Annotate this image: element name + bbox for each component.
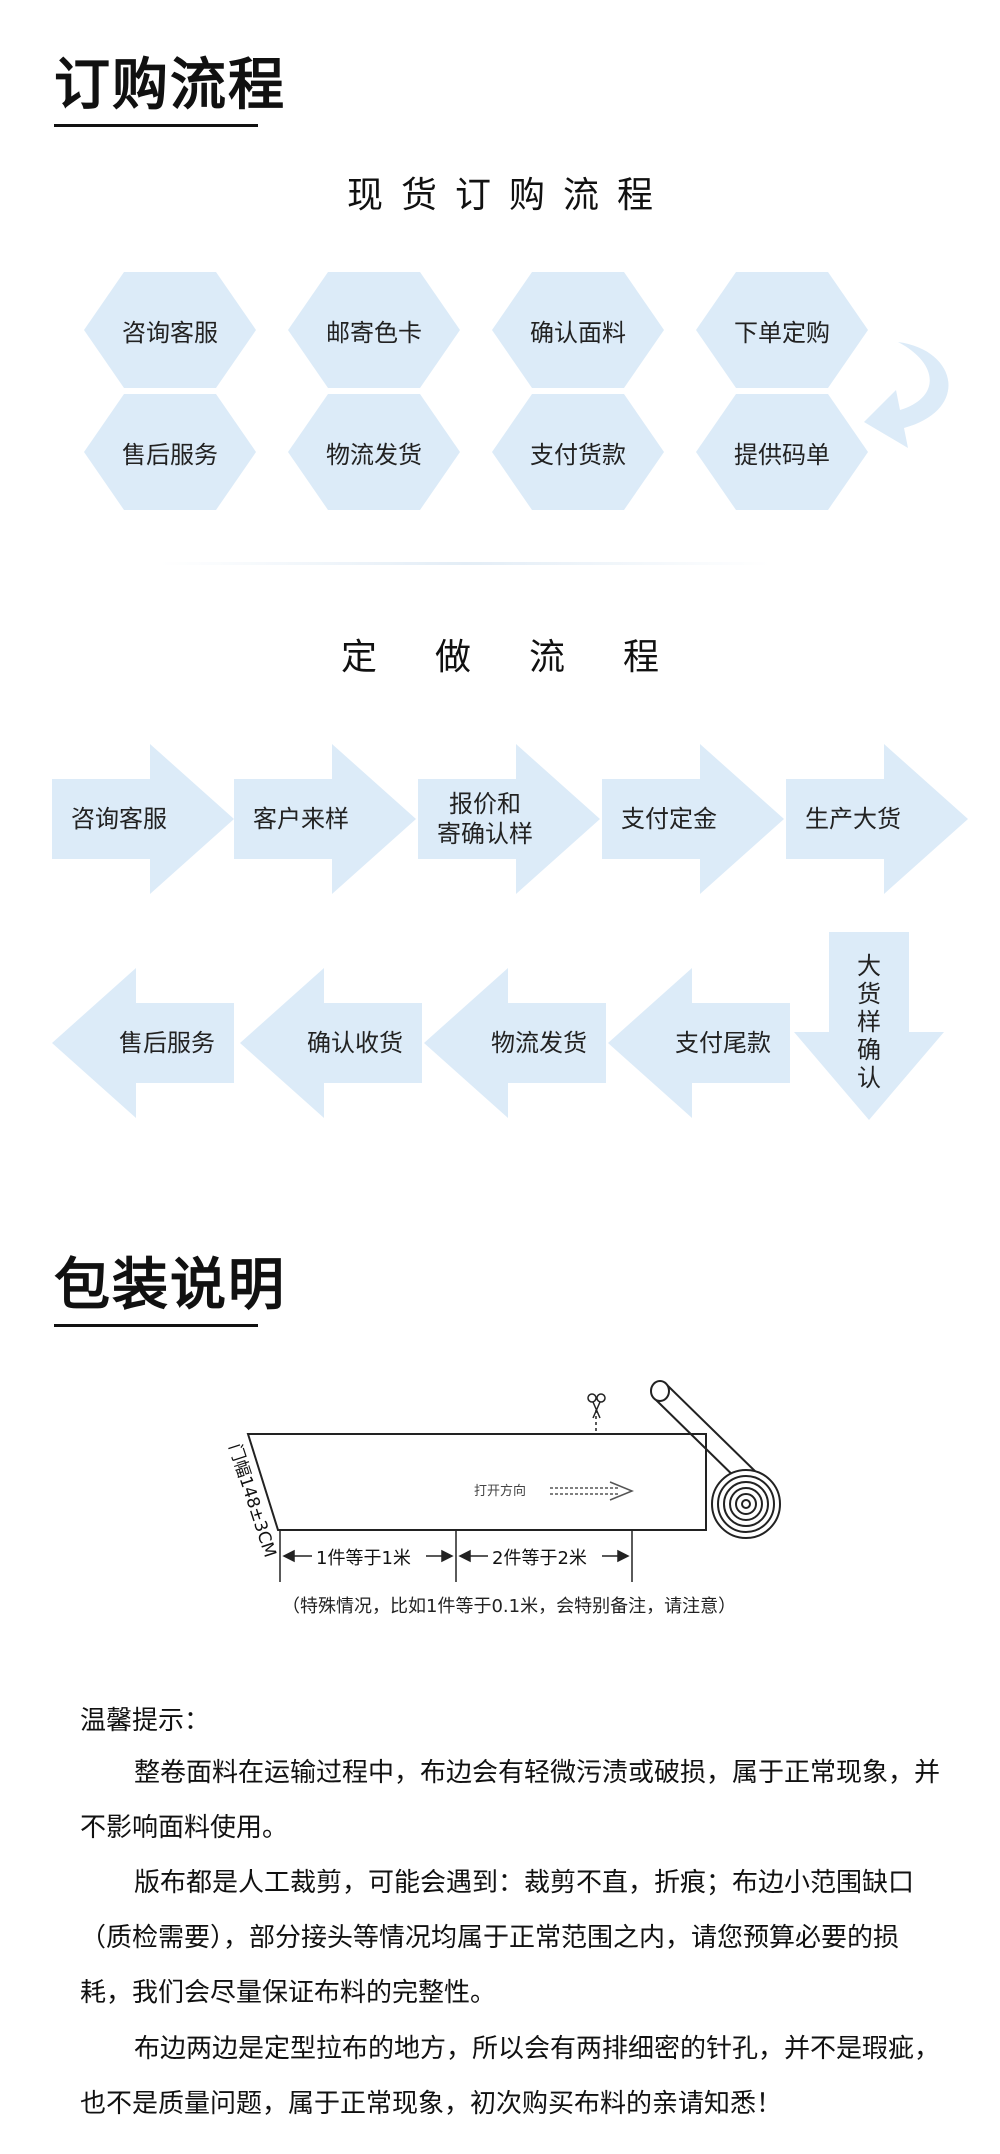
custom-step-9-label: 确认收货 bbox=[307, 1029, 403, 1057]
tip-paragraph-1: 整卷面料在运输过程中，布边会有轻微污渍或破损，属于正常现象，并不影响面料使用。 bbox=[80, 1758, 941, 1843]
tip-paragraph-3: 布边两边是定型拉布的地方，所以会有两排细密的针孔，并不是瑕疵，也不是质量问题，属… bbox=[80, 2034, 941, 2119]
spot-step-4-label: 下单定购 bbox=[734, 318, 830, 347]
packing-section-title: 包装说明 bbox=[54, 1253, 286, 1318]
spot-step-1: 咨询客服 bbox=[84, 272, 256, 388]
packing-title-underline bbox=[54, 1324, 258, 1327]
spot-step-7-label: 物流发货 bbox=[326, 440, 422, 469]
tip-paragraph-2: 版布都是人工裁剪，可能会遇到：裁剪不直，折痕；布边小范围缺口（质检需要），部分接… bbox=[80, 1868, 915, 2008]
fabric-roll-diagram: 门幅148±3CM 打开方向 1件等于1米 2件等于2米 （特殊情况，比如1件等… bbox=[200, 1370, 800, 1650]
custom-step-8: 物流发货 bbox=[424, 968, 606, 1118]
spot-step-3: 确认面料 bbox=[492, 272, 664, 388]
spot-step-8-label: 售后服务 bbox=[122, 440, 218, 469]
custom-step-7-label: 支付尾款 bbox=[675, 1029, 771, 1057]
tips-title: 温馨提示： bbox=[80, 1706, 211, 1736]
spot-step-2-label: 邮寄色卡 bbox=[326, 318, 422, 347]
custom-step-1: 咨询客服 bbox=[52, 744, 234, 894]
unit2-label: 2件等于2米 bbox=[492, 1548, 587, 1569]
custom-step-9: 确认收货 bbox=[240, 968, 422, 1118]
section-divider bbox=[160, 562, 770, 565]
open-direction-arrow-icon bbox=[550, 1481, 634, 1501]
custom-step-10: 售后服务 bbox=[52, 968, 234, 1118]
custom-step-1-label: 咨询客服 bbox=[71, 805, 167, 833]
custom-step-7: 支付尾款 bbox=[608, 968, 790, 1118]
custom-step-10-label: 售后服务 bbox=[119, 1029, 215, 1057]
spot-step-6: 支付货款 bbox=[492, 394, 664, 510]
spot-step-1-label: 咨询客服 bbox=[122, 318, 218, 347]
custom-step-3-label: 报价和 寄确认样 bbox=[437, 790, 533, 848]
spot-step-7: 物流发货 bbox=[288, 394, 460, 510]
spot-step-4: 下单定购 bbox=[696, 272, 868, 388]
open-direction-label: 打开方向 bbox=[474, 1484, 527, 1499]
custom-flow-title: 定做流程 bbox=[340, 637, 717, 678]
spot-step-5-label: 提供码单 bbox=[734, 440, 830, 469]
custom-step-6-label: 大货样确认 bbox=[857, 952, 881, 1092]
order-title-underline bbox=[54, 124, 258, 127]
custom-step-2-label: 客户来样 bbox=[253, 805, 349, 833]
unit1-label: 1件等于1米 bbox=[316, 1548, 411, 1569]
custom-step-8-label: 物流发货 bbox=[491, 1029, 587, 1057]
custom-step-3: 报价和 寄确认样 bbox=[418, 744, 600, 894]
custom-step-6: 大货样确认 bbox=[794, 932, 944, 1120]
spot-step-8: 售后服务 bbox=[84, 394, 256, 510]
spot-step-2: 邮寄色卡 bbox=[288, 272, 460, 388]
curved-turn-arrow-icon bbox=[864, 342, 949, 448]
spot-step-3-label: 确认面料 bbox=[530, 318, 626, 347]
spot-flow-title: 现货订购流程 bbox=[346, 175, 671, 216]
spot-step-5: 提供码单 bbox=[696, 394, 868, 510]
spot-step-6-label: 支付货款 bbox=[530, 440, 626, 469]
custom-step-4: 支付定金 bbox=[602, 744, 784, 894]
custom-step-2: 客户来样 bbox=[234, 744, 416, 894]
diagram-caption: （特殊情况，比如1件等于0.1米，会特别备注，请注意） bbox=[282, 1596, 737, 1617]
order-section-title: 订购流程 bbox=[54, 53, 286, 118]
scissors-icon bbox=[587, 1393, 606, 1419]
custom-step-5: 生产大货 bbox=[786, 744, 968, 894]
custom-step-5-label: 生产大货 bbox=[805, 805, 901, 833]
custom-step-4-label: 支付定金 bbox=[621, 805, 717, 833]
